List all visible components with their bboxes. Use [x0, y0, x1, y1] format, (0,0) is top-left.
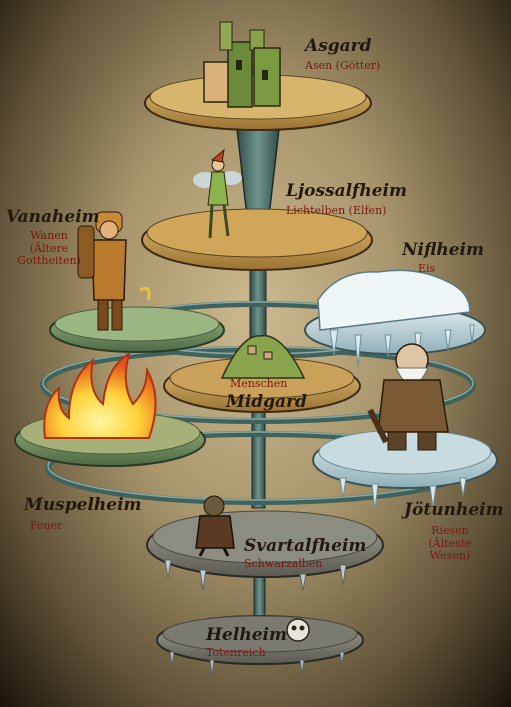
svartalfheim-label: Svartalfheim Schwarzalben [244, 538, 366, 571]
elf-figure-icon [193, 148, 242, 239]
vanaheim-sub-1: Wanen [30, 229, 68, 242]
muspelheim-label: Muspelheim Feuer [24, 497, 142, 533]
vanaheim-label: Vanaheim Wanen (Ältere Gottheiten) [6, 207, 100, 268]
jotunheim-sub-3: Wesen) [429, 549, 471, 563]
helheim-name: Helheim [206, 625, 287, 645]
svartalfheim-sub: Schwarzalben [244, 557, 323, 570]
ljossalfheim-platform [141, 208, 373, 271]
niflheim-name: Niflheim [402, 240, 484, 260]
muspelheim-sub: Feuer [30, 519, 63, 532]
svartalfheim-name: Svartalfheim [244, 536, 367, 556]
dark-elf-figure-icon [195, 495, 235, 557]
midgard-platform [163, 357, 361, 413]
jotunheim-label: Jötunheim Riesen (Älteste Wesen) [404, 500, 504, 563]
giant-figure-icon [367, 343, 449, 451]
midgard-label: Menschen Midgard [226, 377, 307, 411]
vanaheim-sub-3: Gottheiten) [17, 254, 81, 268]
asgard-name: Asgard [305, 36, 372, 56]
skull-icon [286, 618, 310, 642]
vanir-figure-icon [77, 211, 151, 331]
niflheim-label: Niflheim Eis [402, 242, 484, 276]
asgard-castle-icon [203, 21, 281, 108]
helheim-label: Helheim Totenreich [206, 627, 287, 660]
midgard-sub: Menschen [230, 377, 288, 390]
muspelheim-name: Muspelheim [24, 495, 142, 515]
helheim-sub: Totenreich [206, 646, 266, 659]
fire-icon [43, 352, 157, 439]
ljossalfheim-label: Ljossalfheim Lichtelben (Elfen) [286, 183, 407, 218]
ljossalfheim-name: Ljossalfheim [286, 181, 407, 201]
midgard-name: Midgard [226, 391, 307, 412]
asgard-label: Asgard Asen (Götter) [305, 38, 380, 73]
midgard-hill-icon [220, 334, 306, 379]
vanaheim-sub-2: (Ältere [29, 241, 69, 255]
niflheim-platform [304, 269, 486, 368]
ljossalfheim-sub: Lichtelben (Elfen) [286, 204, 387, 217]
jotunheim-sub-2: (Älteste [428, 536, 472, 550]
vanaheim-platform [49, 306, 225, 353]
jotunheim-sub-1: Riesen [431, 524, 469, 537]
asgard-sub: Asen (Götter) [305, 59, 381, 72]
jotunheim-platform [312, 429, 498, 511]
vanaheim-name: Vanaheim [6, 207, 100, 227]
jotunheim-name: Jötunheim [404, 500, 504, 520]
niflheim-sub: Eis [418, 262, 436, 275]
